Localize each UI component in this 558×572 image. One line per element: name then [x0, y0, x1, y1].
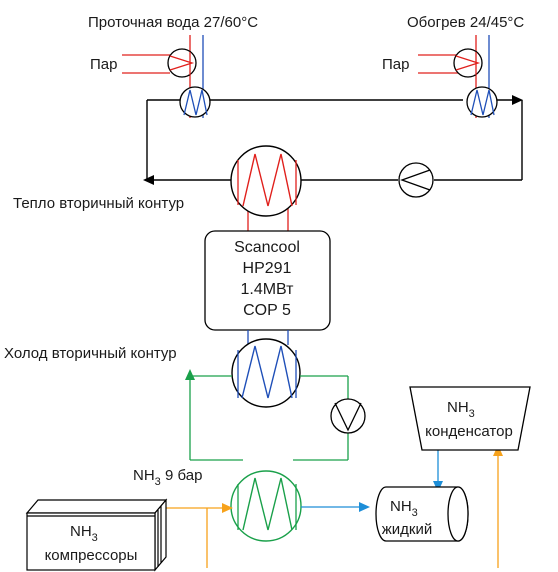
steam-exchanger-left [167, 48, 197, 78]
liquid-label: жидкий [382, 521, 433, 538]
ammonia-heat-exchanger [230, 470, 302, 542]
heat-pump-condenser [230, 145, 302, 232]
condenser-nh3: NH3 [447, 399, 475, 420]
nh3-pressure-sub: 3 [155, 476, 161, 488]
heat-pump-cop: COP 5 [243, 302, 291, 319]
heat-pump-power: 1.4МВт [240, 281, 294, 298]
hot-secondary-loop [146, 99, 523, 181]
condenser-nh: NH [447, 399, 469, 416]
compressors-nh: NH [70, 523, 92, 540]
condenser-label: конденсатор [425, 423, 513, 440]
compressors-box [25, 498, 168, 572]
liquid-nh: NH [390, 498, 412, 515]
cold-secondary-loop [189, 375, 349, 461]
hot-loop-pump-icon [398, 162, 434, 198]
liquid-tank [375, 486, 469, 542]
condenser-shape [409, 386, 531, 451]
steam-label-right: Пар [382, 56, 409, 73]
heat-pump-model: Scancool [234, 239, 300, 256]
heat-pump-type: HP291 [243, 260, 292, 277]
cold-loop-pump-icon [330, 398, 366, 434]
arrow-left-icon [143, 175, 154, 185]
cold-secondary-label: Холод вторичный контур [4, 345, 177, 362]
compressors-nh3: NH3 [70, 523, 98, 544]
ammonia-lines [165, 451, 499, 568]
arrow-right-icon [512, 95, 523, 105]
water-heat-exchanger-left [179, 86, 211, 118]
liquid-sub: 3 [412, 507, 418, 519]
arrow-right-icon [222, 503, 233, 513]
steam-exchanger-right [453, 48, 483, 78]
compressors-sub: 3 [92, 532, 98, 544]
compressors-label: компрессоры [45, 547, 138, 564]
heat-pump-box [204, 230, 331, 331]
arrow-right-icon [359, 502, 370, 512]
nh3-pressure-post: 9 бар [161, 467, 203, 484]
steam-label-left: Пар [90, 56, 117, 73]
nh3-pressure-nh: NH [133, 467, 155, 484]
heat-pump-evaporator [231, 330, 301, 408]
heat-secondary-label: Тепло вторичный контур [13, 195, 184, 212]
liquid-nh3: NH3 [390, 498, 418, 519]
liquid-lines [301, 450, 439, 508]
nh3-pressure-label: NH3 9 бар [133, 467, 202, 488]
water-heat-exchanger-right [466, 86, 498, 118]
condenser-sub: 3 [469, 408, 475, 420]
tap-water-label: Проточная вода 27/60°C [88, 14, 258, 31]
arrow-up-icon [185, 369, 195, 380]
heating-label: Обогрев 24/45°C [407, 14, 524, 31]
